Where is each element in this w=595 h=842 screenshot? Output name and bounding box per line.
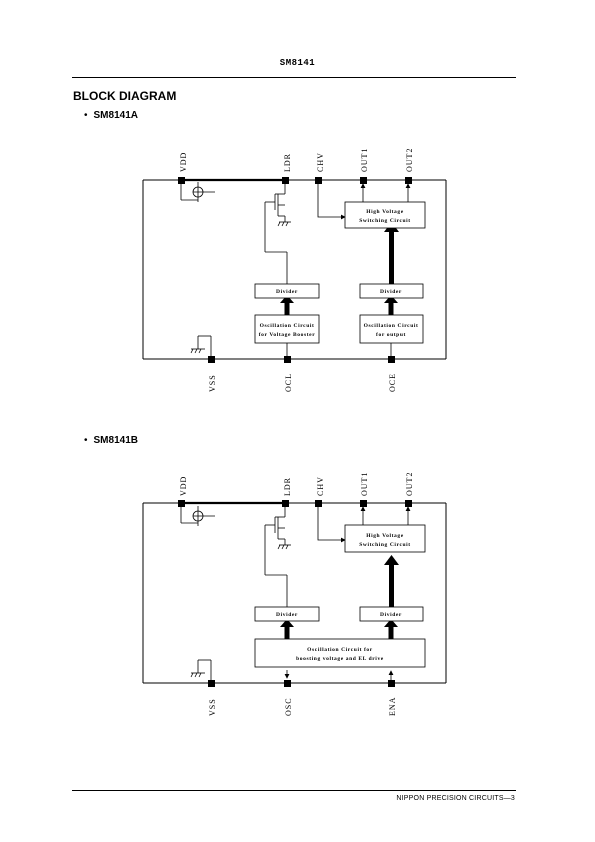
osc-left-block — [254, 314, 320, 344]
hv-switch-label-2: Switching Circuit — [359, 218, 411, 224]
hv-switch-block — [344, 524, 426, 553]
hv-switch-block — [344, 201, 426, 229]
osc-label-1: Oscillation Circuit for — [307, 647, 373, 653]
section-title: BLOCK DIAGRAM — [73, 89, 177, 103]
pin-label-vdd: VDD — [179, 476, 188, 496]
hv-switch-label-2: Switching Circuit — [359, 542, 411, 548]
osc-left-label-2: for Voltage Booster — [259, 332, 316, 338]
pin-label-out2: OUT2 — [405, 472, 414, 496]
divider-right-label: Divider — [380, 612, 402, 618]
pin-label-vdd: VDD — [179, 152, 188, 172]
pin-label-vss: VSS — [208, 698, 217, 716]
chv-to-switch-wire — [317, 180, 346, 220]
thick-arrows — [280, 555, 399, 639]
subsection-label: SM8141A — [93, 110, 138, 121]
bullet-icon: • — [84, 435, 88, 446]
pin-label-out1: OUT1 — [360, 148, 369, 172]
ldr-transistor-symbol — [264, 180, 291, 284]
page-header-part-number: SM8141 — [279, 58, 316, 68]
divider-right-block — [359, 283, 424, 299]
osc-left-label-1: Oscillation Circuit — [260, 323, 315, 329]
chip-outline — [142, 178, 447, 360]
divider-right-label: Divider — [380, 289, 402, 295]
ldr-transistor-symbol — [264, 503, 291, 607]
pin-label-chv: CHV — [316, 476, 325, 496]
vdd-regulator-symbol — [180, 180, 215, 202]
header-rule — [72, 77, 516, 78]
chip-outline — [142, 501, 447, 684]
pin-label-ldr: LDR — [283, 153, 292, 172]
pin-pads — [178, 177, 412, 363]
pin-label-chv: CHV — [316, 152, 325, 172]
subsection-sm8141b: • SM8141B — [84, 435, 138, 446]
chv-to-switch-wire — [317, 503, 346, 543]
pin-pads — [178, 500, 412, 687]
divider-left-block — [254, 606, 320, 622]
osc-right-block — [359, 314, 424, 344]
pin-label-oce: OCE — [388, 373, 397, 392]
vss-ground-symbol — [190, 335, 212, 359]
vss-ground-symbol — [190, 659, 212, 683]
thick-arrows — [280, 222, 399, 315]
pin-label-vss: VSS — [208, 374, 217, 392]
footer-rule — [72, 790, 516, 791]
hv-switch-label-1: High Voltage — [366, 209, 404, 215]
osc-right-label-2: for output — [376, 332, 406, 338]
pin-label-ldr: LDR — [283, 477, 292, 496]
divider-right-block — [359, 606, 424, 622]
vdd-regulator-symbol — [180, 503, 215, 526]
subsection-sm8141a: • SM8141A — [84, 110, 138, 121]
hv-switch-label-1: High Voltage — [366, 533, 404, 539]
bullet-icon: • — [84, 110, 88, 121]
pin-label-ena: ENA — [388, 697, 397, 716]
block-diagram-sm8141b: High Voltage Switching Circuit Divider D… — [142, 472, 447, 716]
osc-block — [254, 638, 426, 668]
pin-label-osc: OSC — [284, 697, 293, 716]
footer-company: NIPPON PRECISION CIRCUITS—3 — [396, 795, 515, 802]
pin-label-out2: OUT2 — [405, 148, 414, 172]
divider-left-label: Divider — [276, 612, 298, 618]
subsection-label: SM8141B — [93, 435, 138, 446]
pin-label-ocl: OCL — [284, 373, 293, 392]
divider-left-block — [254, 283, 320, 299]
divider-left-label: Divider — [276, 289, 298, 295]
pin-label-out1: OUT1 — [360, 472, 369, 496]
osc-right-label-1: Oscillation Circuit — [364, 323, 419, 329]
osc-label-2: boosting voltage and EL drive — [296, 656, 384, 662]
block-diagram-sm8141a: High Voltage Switching Circuit Divider D… — [142, 148, 447, 392]
